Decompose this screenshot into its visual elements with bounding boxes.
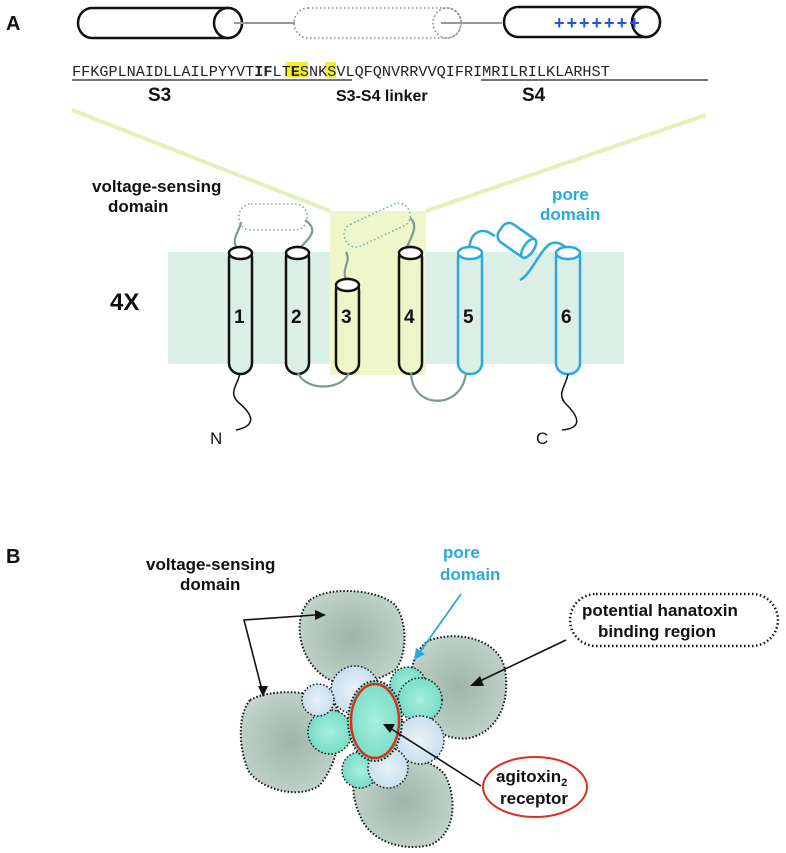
agitoxin-arrow-line — [389, 727, 482, 787]
zoom-line-right — [425, 113, 707, 213]
pore-subunit — [301, 683, 335, 717]
agitoxin-name: agitoxin — [496, 767, 561, 786]
pore-label-a-line1: pore — [552, 185, 589, 204]
vsd-lobe-top — [298, 589, 406, 686]
highlight-if — [286, 62, 308, 78]
loop-s2-s3 — [296, 372, 350, 388]
helix-3: 3 — [334, 277, 361, 376]
multiplicity-label: 4X — [110, 289, 139, 316]
n-terminus-label: N — [210, 429, 222, 448]
helix-2: 2 — [284, 245, 311, 376]
vsd-label-b-line1: voltage-sensing — [146, 555, 275, 574]
c-terminus-label: C — [536, 429, 548, 448]
pore-arrowhead — [414, 648, 425, 660]
helix-2-number: 2 — [291, 307, 302, 328]
hanatoxin-callout — [568, 592, 780, 648]
vsd-arrowhead-left — [258, 686, 268, 697]
seq-s3: FFKGPLNAIDLLAILPYYVT — [72, 63, 254, 81]
agitoxin-label-line2: receptor — [500, 789, 568, 808]
s3-s4-dashed-helix — [343, 202, 412, 248]
pore-label-b-line2: domain — [440, 565, 500, 584]
vsd-arrow-lines — [242, 614, 316, 695]
zoom-line-left — [71, 108, 331, 213]
hanatoxin-arrowhead — [470, 676, 484, 686]
vsd-label-a-line1: voltage-sensing — [92, 177, 221, 196]
pore-arrow-line — [419, 593, 462, 653]
amino-acid-sequence: FFKGPLNAIDLLAILPYYVTIFLTESNKSVLQFQNVRRVV… — [72, 63, 610, 81]
helix-6: 6 — [554, 245, 582, 376]
hanatoxin-arrow-line — [479, 639, 567, 682]
seq-s4: VVQIFRIMRILRILKLARHST — [418, 63, 609, 81]
hanatoxin-label-line1: potential hanatoxin — [582, 601, 738, 620]
hanatoxin-label-line2: binding region — [598, 622, 716, 641]
panel-a-label: A — [6, 13, 20, 35]
loop-s4-s5 — [409, 372, 468, 402]
linker-label: S3-S4 linker — [336, 88, 428, 105]
seq-highlight-e: E — [291, 63, 300, 81]
pore-center — [347, 680, 403, 762]
vsd-label-a-line2: domain — [108, 197, 168, 216]
s4-label: S4 — [522, 85, 546, 106]
helix-3-number: 3 — [341, 307, 352, 328]
agitoxin-subscript: 2 — [561, 777, 567, 789]
seq-s3-end: SN — [300, 63, 318, 81]
vsd-arrowhead-top — [315, 610, 326, 620]
agitoxin-callout — [482, 756, 588, 818]
helix-1: 1 — [227, 245, 254, 376]
panel-b-label: B — [6, 546, 20, 568]
helix-5: 5 — [456, 245, 484, 376]
agitoxin-arrowhead — [383, 724, 395, 733]
helix-5-number: 5 — [463, 307, 474, 328]
helix-6-number: 6 — [561, 307, 572, 328]
helix-1-number: 1 — [234, 307, 245, 328]
channel-top-view — [239, 589, 508, 849]
pore-label-a-line2: domain — [540, 205, 600, 224]
agitoxin-label-line1: agitoxin2 — [496, 767, 567, 789]
highlight-e — [325, 62, 336, 78]
s4-cylinder — [502, 5, 662, 39]
s3-label: S3 — [148, 85, 171, 106]
s3-cylinder — [76, 6, 244, 40]
linker-cylinder-dashed — [293, 7, 462, 39]
helix-4-number: 4 — [404, 307, 415, 328]
pore-helix — [496, 221, 538, 260]
s1-s2-dashed-helix — [238, 203, 308, 231]
agitoxin-receptor-outline — [349, 682, 401, 760]
s4-positive-charges: +++++++ — [554, 13, 642, 33]
helix-4: 4 — [397, 245, 424, 376]
pore-subunit — [307, 709, 353, 755]
c-terminal-tail — [560, 373, 578, 431]
seq-highlight-if: IF — [254, 63, 272, 81]
seq-mid: LT — [273, 63, 291, 81]
pore-label-b-line1: pore — [443, 543, 480, 562]
vsd-label-b-line2: domain — [180, 575, 240, 594]
n-terminal-tail — [232, 372, 252, 431]
pore-subunit — [397, 677, 443, 723]
seq-linker: KSVLQFQNVRR — [318, 63, 418, 81]
